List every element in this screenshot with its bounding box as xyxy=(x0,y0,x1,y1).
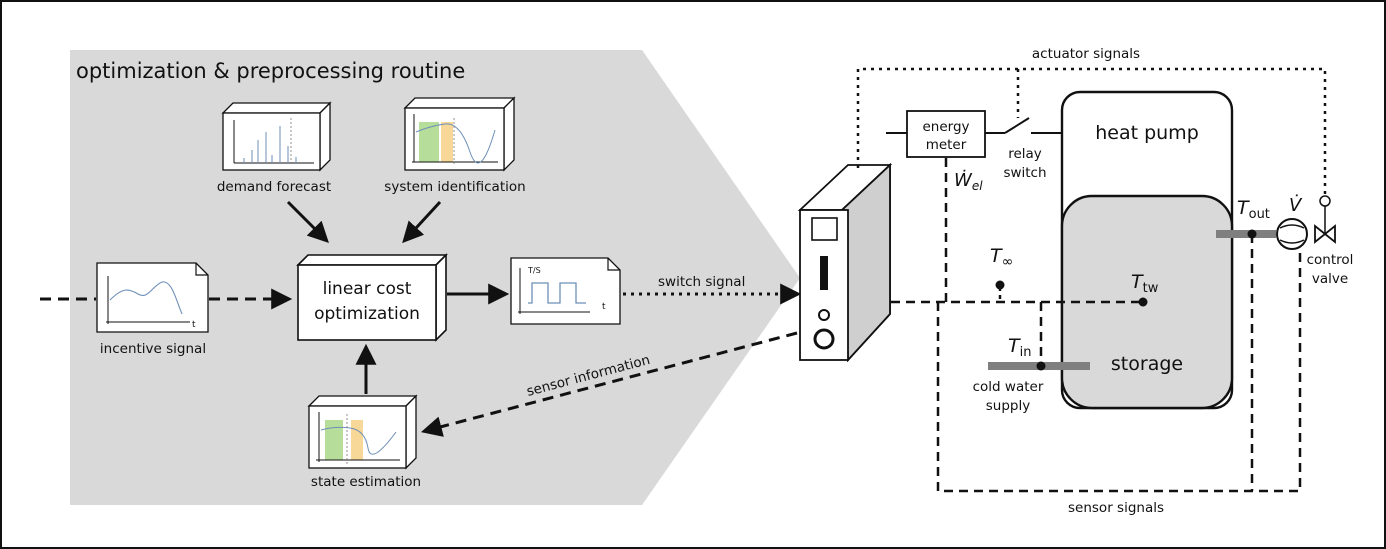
heat-pump-label: heat pump xyxy=(1095,122,1199,144)
relay-label-line2: switch xyxy=(1003,165,1046,181)
switch-ts-axis: T/S xyxy=(527,266,541,275)
demand-forecast-block xyxy=(221,101,332,172)
control-valve[interactable] xyxy=(1314,195,1336,244)
region-title: optimization & preprocessing routine xyxy=(76,59,465,83)
flow-meter xyxy=(1276,218,1308,250)
t-out-symbol: Tout xyxy=(1237,197,1270,222)
cold-water-label-line1: cold water xyxy=(973,379,1044,395)
sensor-signals-label: sensor signals xyxy=(1068,500,1164,516)
controller-device xyxy=(797,162,893,363)
optimization-label-line2: optimization xyxy=(314,304,420,324)
incentive-t-axis: t xyxy=(192,320,196,330)
t-tw-symbol: Ttw xyxy=(1131,271,1159,296)
t-in-sensor xyxy=(1036,361,1046,371)
control-valve-label-line1: control xyxy=(1307,252,1354,268)
storage-label: storage xyxy=(1111,353,1183,375)
demand-forecast-label: demand forecast xyxy=(217,179,331,195)
state-estimation-label: state estimation xyxy=(311,474,421,490)
switch-signal-document: T/S t xyxy=(510,257,621,325)
control-valve-label-line2: valve xyxy=(1312,271,1348,287)
t-inf-symbol: T∞ xyxy=(990,245,1013,270)
actuator-signals-label: actuator signals xyxy=(1032,46,1140,62)
system-identification-block xyxy=(403,96,516,172)
switch-signal-label: switch signal xyxy=(658,274,745,290)
t-inf-sensor xyxy=(995,280,1005,290)
arrow-forecast-to-optimization xyxy=(286,200,329,243)
relay-switch-contact[interactable] xyxy=(1004,117,1030,134)
cold-water-label-line2: supply xyxy=(986,398,1030,414)
optimization-block xyxy=(296,253,448,342)
hot-water-pipe xyxy=(1216,230,1276,238)
energy-meter-label-line1: energy xyxy=(922,119,969,135)
system-identification-label: system identification xyxy=(384,179,525,195)
optimization-label-line1: linear cost xyxy=(323,279,412,299)
relay-label-line1: relay xyxy=(1008,146,1042,162)
energy-meter-label-line2: meter xyxy=(926,137,967,153)
arrow-sensor-information xyxy=(420,331,798,437)
state-estimation-block xyxy=(307,394,418,470)
v-dot-symbol: V̇ xyxy=(1289,195,1303,216)
t-in-symbol: Tin xyxy=(1008,335,1031,360)
arrow-sysid-to-optimization xyxy=(402,200,442,244)
incentive-signal-document: t xyxy=(96,262,209,333)
actuator-signal-line xyxy=(856,67,1327,195)
switch-t-axis: t xyxy=(602,302,606,312)
w-el-symbol: Ẇel xyxy=(954,170,983,193)
t-out-sensor xyxy=(1247,229,1257,239)
incentive-signal-label: incentive signal xyxy=(100,341,206,357)
sensor-line-bottom xyxy=(936,252,1302,493)
t-tw-sensor xyxy=(1138,297,1148,307)
